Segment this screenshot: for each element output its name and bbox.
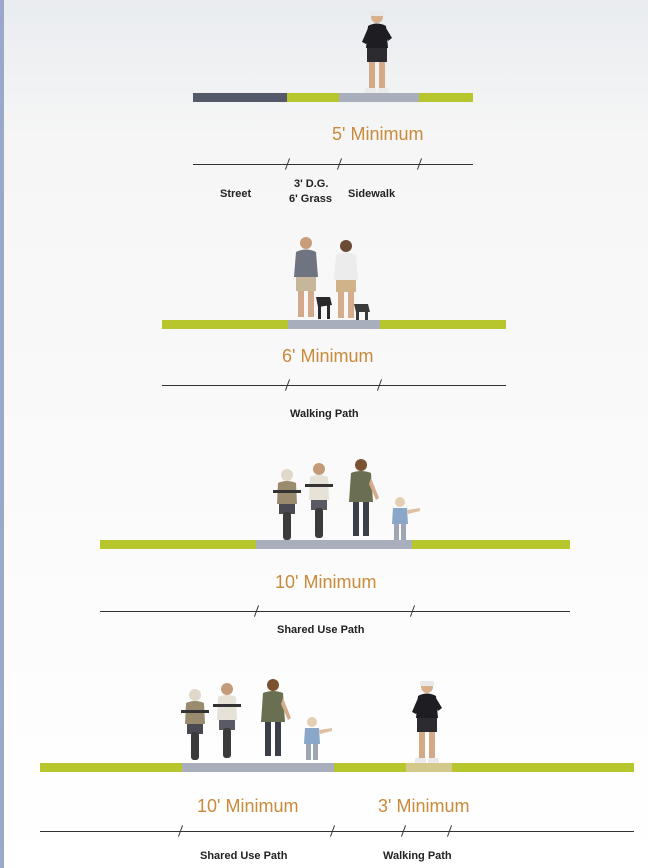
- walking-path-segment: [406, 763, 452, 772]
- grass-segment: [100, 540, 256, 549]
- jogger-icon: [362, 11, 392, 94]
- dimension-line: [162, 385, 506, 386]
- walking-path-label: Walking Path: [383, 850, 452, 862]
- ground-strip: [162, 320, 506, 329]
- grass-segment: [287, 93, 339, 102]
- path-segment: [288, 320, 380, 329]
- sidewalk-segment: [339, 93, 419, 102]
- dimension-tick: [252, 605, 262, 617]
- shared-use-path-label: Shared Use Path: [277, 624, 365, 636]
- dimension-tick: [176, 825, 186, 837]
- walking-path-label: Walking Path: [290, 408, 359, 420]
- path-segment: [256, 540, 412, 549]
- dimension-tick: [408, 605, 418, 617]
- sidewalk-label: Sidewalk: [348, 188, 396, 200]
- cyclist-icon: [181, 689, 209, 760]
- street-segment: [193, 93, 287, 102]
- adult-walking-icon: [349, 459, 379, 536]
- dimension-tick: [415, 158, 425, 170]
- grass-segment: [334, 763, 406, 772]
- dimension-line: [193, 164, 473, 165]
- dimension-line: [100, 611, 570, 612]
- dimension-tick: [335, 158, 345, 170]
- child-walking-icon: [392, 497, 420, 540]
- shared-use-path-label: Shared Use Path: [200, 850, 288, 862]
- dimension-tick: [283, 379, 293, 391]
- dimension-label: 10' Minimum: [275, 572, 377, 592]
- grass-segment: [380, 320, 506, 329]
- cyclist-icon: [213, 683, 241, 758]
- grass-segment: [40, 763, 182, 772]
- cyclist-icon: [273, 469, 301, 540]
- jogger-icon: [412, 681, 442, 764]
- dimension-label-shared: 10' Minimum: [197, 796, 299, 816]
- person-with-dog-icon: [334, 240, 370, 321]
- cyclist-icon: [305, 463, 333, 538]
- dimension-tick: [328, 825, 338, 837]
- street-label: Street: [220, 188, 252, 200]
- dimension-label: 6' Minimum: [282, 346, 374, 366]
- grass-segment: [412, 540, 570, 549]
- grass-segment: [419, 93, 473, 102]
- dimension-tick: [445, 825, 455, 837]
- dimension-label: 5' Minimum: [332, 124, 424, 144]
- child-walking-icon: [304, 717, 332, 760]
- dg-label: 3' D.G.: [294, 178, 329, 190]
- dimension-tick: [375, 379, 385, 391]
- grass-label: 6' Grass: [289, 193, 332, 205]
- dimension-tick: [399, 825, 409, 837]
- dimension-label-walking: 3' Minimum: [378, 796, 470, 816]
- ground-strip: [40, 763, 634, 772]
- page-edge: [0, 0, 4, 868]
- adult-walking-icon: [261, 679, 291, 756]
- grass-segment: [452, 763, 634, 772]
- ground-strip: [193, 93, 473, 102]
- grass-segment: [162, 320, 288, 329]
- ground-strip: [100, 540, 570, 549]
- path-segment: [182, 763, 334, 772]
- dimension-tick: [283, 158, 293, 170]
- person-with-dog-icon: [294, 237, 332, 319]
- diagram-frame: 5' Minimum Street 3' D.G. 6' Grass Sidew…: [4, 0, 648, 868]
